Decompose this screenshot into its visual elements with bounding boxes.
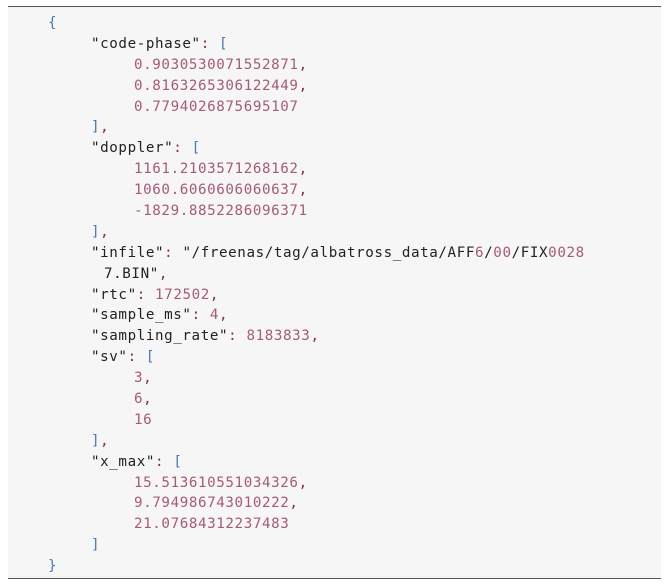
doppler-value: 1161.2103571268162 — [134, 161, 299, 178]
code-line: 0.8163265306122449, — [134, 77, 308, 94]
code-line: "code-phase": [ — [91, 35, 229, 52]
code-line: } — [8, 556, 661, 577]
infile-path-digit: 6 — [474, 244, 485, 261]
code-line: 21.07684312237483 — [8, 514, 661, 535]
code-line: 16 — [8, 410, 661, 431]
infile-path-digit: 0028 — [548, 244, 585, 261]
code-line: "doppler": [ — [91, 140, 201, 157]
code-phase-value: 0.7794026875695107 — [134, 98, 299, 115]
key-sample-ms: "sample_ms" — [91, 307, 192, 324]
key-sampling-rate: "sampling_rate" — [91, 328, 229, 345]
code-line: 7.BIN", — [104, 265, 169, 282]
key-code-phase: "code-phase" — [91, 35, 201, 52]
code-line: 0.9030530071552871, — [134, 56, 308, 73]
code-line: ], — [91, 223, 110, 240]
code-line: 15.513610551034326, — [134, 474, 308, 491]
infile-path-continued: 7.BIN" — [104, 265, 159, 282]
sampling-rate-value: 8183833 — [246, 328, 311, 345]
rtc-value: 172502 — [155, 286, 210, 303]
code-listing: { "code-phase": [ 0.9030530071552871, 0.… — [8, 6, 661, 579]
infile-path-sep: / — [484, 244, 494, 261]
code-line: "rtc": 172502, — [91, 286, 220, 303]
json-code-block: { "code-phase": [ 0.9030530071552871, 0.… — [8, 13, 661, 577]
key-sv: "sv" — [91, 349, 128, 366]
infile-path: "/freenas/tag/albatross_data/AFF — [182, 244, 475, 261]
sv-value: 3 — [134, 370, 144, 387]
sv-value: 6 — [134, 391, 144, 408]
code-line: 1161.2103571268162, — [134, 161, 308, 178]
code-line: 1060.6060606060637, — [134, 182, 308, 199]
x-max-value: 15.513610551034326 — [134, 474, 299, 491]
key-rtc: "rtc" — [91, 286, 137, 303]
code-line: "x_max": [ — [91, 453, 183, 470]
code-line: ] — [91, 537, 101, 554]
code-phase-value: 0.8163265306122449 — [134, 77, 299, 94]
key-doppler: "doppler" — [91, 140, 174, 157]
infile-path-seg: /FIX — [511, 244, 549, 261]
close-brace: } — [48, 558, 58, 575]
code-line: "infile": "/freenas/tag/albatross_data/A… — [91, 244, 585, 261]
key-x-max: "x_max" — [91, 453, 155, 470]
x-max-value: 21.07684312237483 — [134, 516, 290, 533]
code-line: "sample_ms": 4, — [91, 307, 229, 324]
code-line: ], — [91, 119, 110, 136]
code-line: "sv": [ — [91, 349, 156, 366]
key-infile: "infile" — [91, 244, 165, 261]
doppler-value: 1060.6060606060637 — [134, 182, 299, 199]
code-line: 6, — [134, 391, 153, 408]
doppler-value: -1829.8852286096371 — [134, 203, 308, 220]
code-line: { — [8, 13, 661, 34]
code-line: 3, — [134, 370, 153, 387]
sv-value: 16 — [134, 411, 153, 428]
code-phase-value: 0.9030530071552871 — [134, 56, 299, 73]
code-line: -1829.8852286096371 — [8, 201, 661, 222]
sample-ms-value: 4 — [209, 307, 220, 324]
code-line: 9.794986743010222, — [134, 495, 299, 512]
x-max-value: 9.794986743010222 — [134, 495, 290, 512]
open-brace: { — [48, 15, 58, 31]
infile-path-digit: 00 — [493, 244, 512, 261]
code-line: ], — [91, 432, 110, 449]
code-line: 0.7794026875695107 — [8, 97, 661, 118]
code-line: "sampling_rate": 8183833, — [91, 328, 320, 345]
